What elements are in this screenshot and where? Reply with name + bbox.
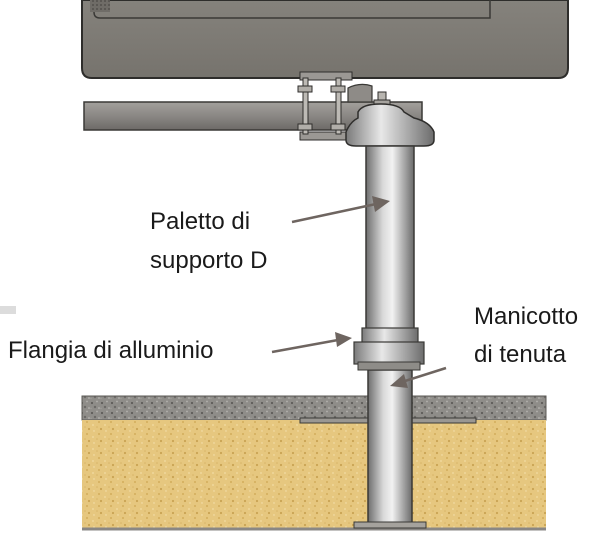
label-sleeve-line1: Manicotto	[474, 303, 578, 330]
aluminium-flange	[353, 327, 425, 371]
soil-layer	[82, 420, 546, 528]
arrow-post	[291, 202, 377, 224]
arrow-flange	[271, 338, 339, 354]
label-post-line2: supporto D	[150, 247, 267, 274]
leader-arrows	[271, 196, 447, 388]
label-post-line1: Paletto di	[150, 208, 250, 235]
arrow-flange-head	[335, 332, 352, 347]
pipe-clamp	[297, 71, 353, 141]
asphalt-layer	[81, 395, 547, 421]
arrow-sleeve-head	[390, 374, 408, 388]
label-flange: Flangia di alluminio	[8, 337, 213, 364]
post-head-cap	[345, 91, 435, 147]
housing	[81, 0, 569, 79]
arrow-post-head	[372, 196, 390, 212]
arrow-sleeve	[401, 366, 447, 384]
label-sleeve-line2: di tenuta	[474, 341, 567, 368]
left-edge-artifact	[0, 306, 16, 314]
support-post	[353, 145, 427, 529]
